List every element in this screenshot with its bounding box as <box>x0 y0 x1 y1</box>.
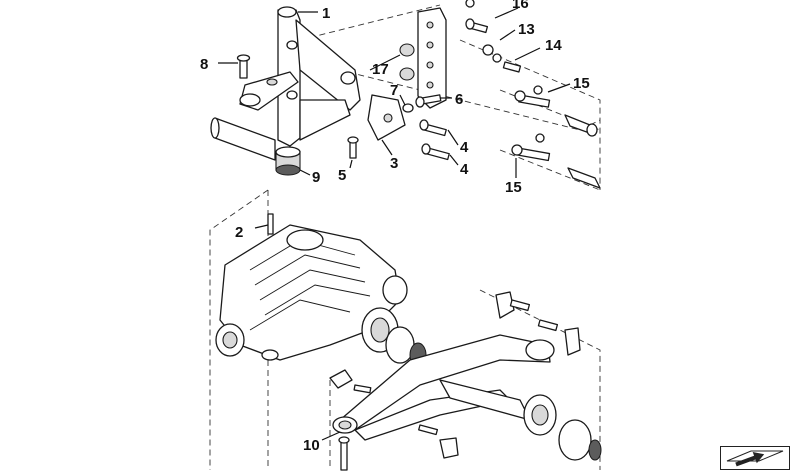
bolt-5 <box>347 136 359 159</box>
callout-14: 14 <box>545 37 562 54</box>
upright-plate <box>417 7 447 109</box>
callout-2: 2 <box>235 224 243 241</box>
assembly-guide-lines <box>209 4 601 470</box>
callout-17: 17 <box>372 61 389 78</box>
differential-housing <box>215 224 408 361</box>
callout-6: 6 <box>455 91 463 108</box>
guide-line <box>209 189 269 470</box>
bolt-8 <box>236 54 251 79</box>
guide-line <box>299 59 601 131</box>
guide-line <box>499 149 601 191</box>
callout-15a: 15 <box>573 75 590 92</box>
callout-7: 7 <box>390 82 398 99</box>
bolt-10 <box>338 436 350 471</box>
link-upper <box>514 85 598 137</box>
cv-joint-outer <box>439 379 602 461</box>
bolt-4-upper <box>419 119 447 137</box>
guide-line <box>459 39 601 190</box>
leader-lines <box>218 7 571 441</box>
callout-9: 9 <box>312 169 320 186</box>
callout-5: 5 <box>338 167 346 184</box>
callout-4b: 4 <box>460 161 469 178</box>
callout-16: 16 <box>512 0 529 12</box>
callout-labels: 1 2 3 4 4 5 6 7 8 9 10 13 14 15 15 16 17 <box>200 0 590 454</box>
rubber-bushing <box>275 146 301 176</box>
callout-15b: 15 <box>505 179 522 196</box>
axle-tube <box>210 117 276 161</box>
mounting-bracket <box>277 6 361 147</box>
guide-line <box>499 89 601 131</box>
bracket-3 <box>367 94 406 141</box>
clip-brackets <box>329 291 581 459</box>
bolt-4-lower <box>421 143 450 161</box>
washer-7 <box>402 103 414 113</box>
diagram-navigation-box[interactable] <box>720 446 790 470</box>
callout-4a: 4 <box>460 139 469 156</box>
callout-1: 1 <box>322 5 330 22</box>
support-plate <box>239 71 299 111</box>
callout-10: 10 <box>303 437 320 454</box>
bolt-group-top <box>465 0 522 73</box>
callout-8: 8 <box>200 56 208 73</box>
navigation-arrow-icon <box>726 450 784 467</box>
callout-3: 3 <box>390 155 398 172</box>
stud-2 <box>267 213 274 235</box>
link-lower <box>511 133 601 189</box>
nut-17 <box>399 43 415 81</box>
guide-line <box>479 289 601 470</box>
callout-13: 13 <box>518 21 535 38</box>
guide-line <box>299 4 441 41</box>
